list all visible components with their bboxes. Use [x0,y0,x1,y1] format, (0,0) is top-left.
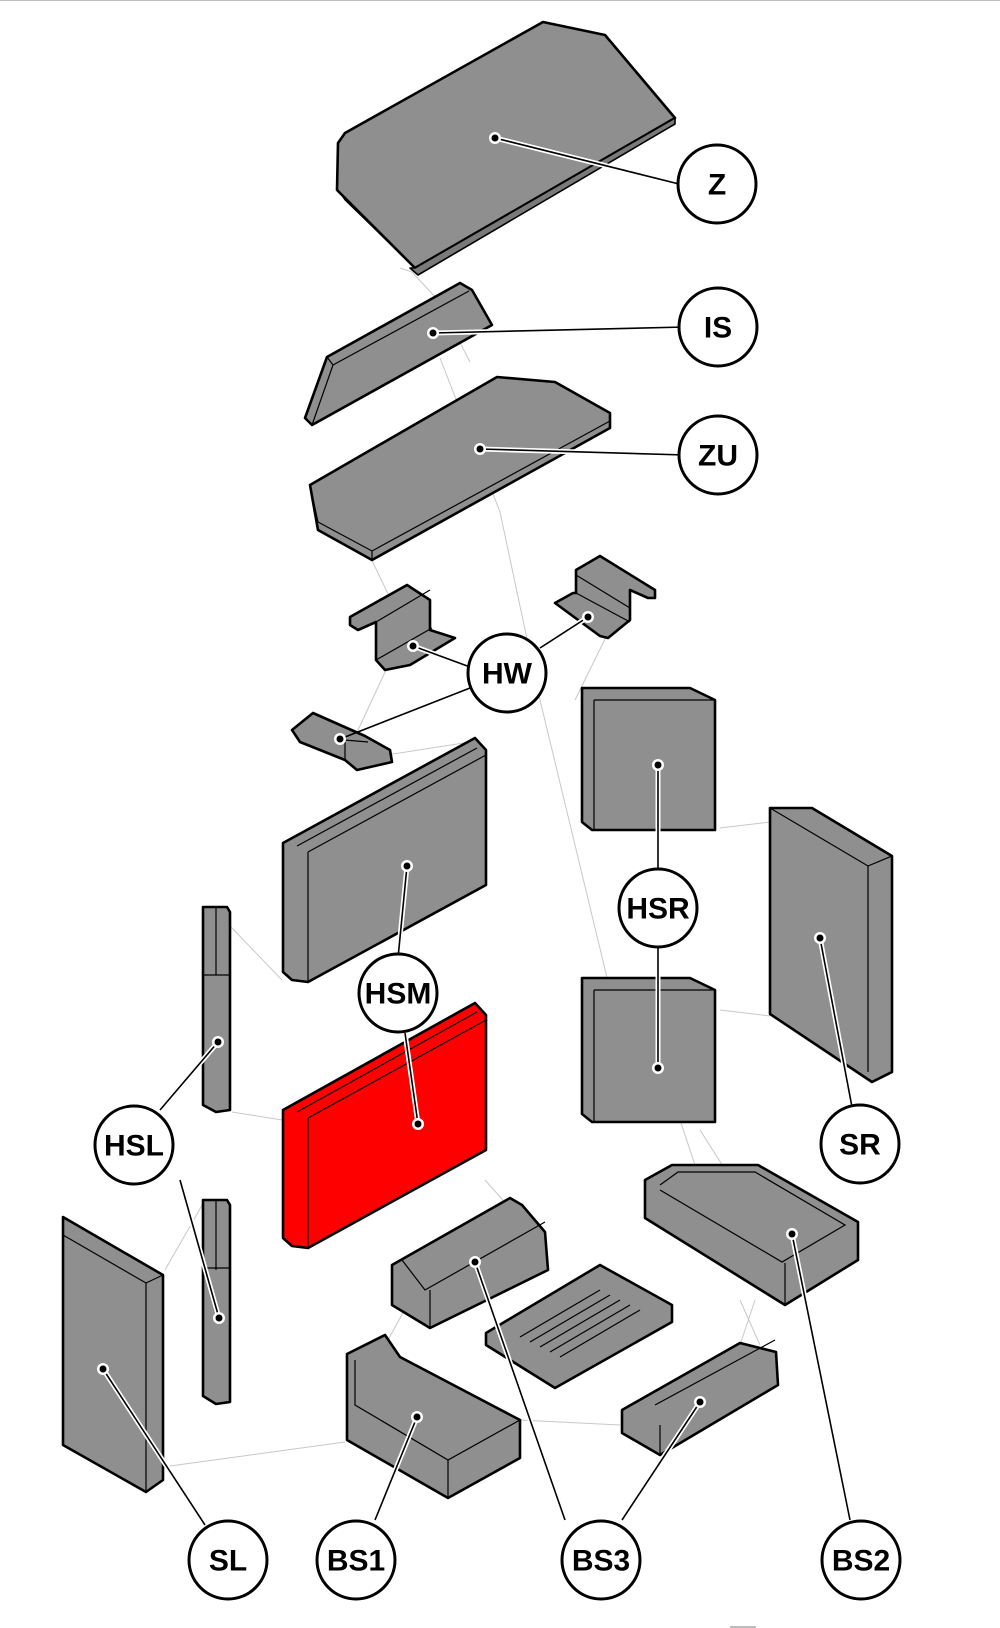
callout-sr[interactable]: SR [819,1103,901,1185]
callout-bs3[interactable]: BS3 [560,1519,642,1601]
callout-z[interactable]: Z [676,143,758,225]
part-hsm-upper[interactable] [281,736,488,984]
bottom-mark [730,1626,756,1628]
callout-bs1[interactable]: BS1 [315,1519,397,1601]
callout-sl[interactable]: SL [187,1519,269,1601]
leader-lines [100,135,855,1527]
anchor-dots [97,132,826,1423]
part-z[interactable] [335,20,677,276]
part-grate [484,1263,674,1390]
callout-hw[interactable]: HW [466,632,548,714]
callout-is[interactable]: IS [677,286,759,368]
part-hsr-lower[interactable] [580,976,717,1124]
part-hw-right[interactable] [553,554,657,640]
part-hw-left[interactable] [348,583,457,672]
part-hsr-upper[interactable] [580,686,717,832]
part-is[interactable] [303,281,494,427]
part-hsl-upper[interactable] [201,905,232,1114]
callout-hsl[interactable]: HSL [93,1104,175,1186]
part-zu[interactable] [308,375,612,562]
callout-hsm[interactable]: HSM [357,952,439,1034]
part-sr[interactable] [768,806,894,1084]
part-sl[interactable] [61,1215,165,1494]
callout-hsr[interactable]: HSR [617,867,699,949]
part-hsm-highlighted[interactable] [281,1001,488,1250]
callout-bs2[interactable]: BS2 [820,1519,902,1601]
callout-zu[interactable]: ZU [677,414,759,496]
top-border [0,0,1000,1]
part-bs1[interactable] [345,1333,522,1500]
part-bs2[interactable] [643,1163,860,1307]
